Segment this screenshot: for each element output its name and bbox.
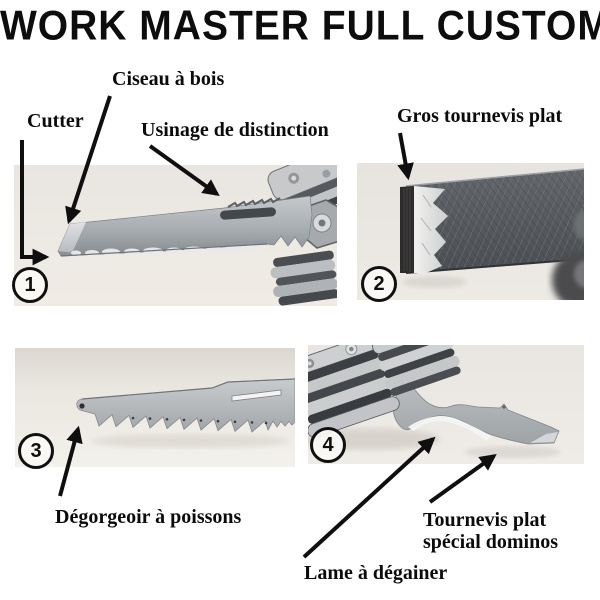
page-title: WORK MASTER FULL CUSTOM [0,3,600,50]
saw-blade [76,378,295,433]
panel-number-badge-3: 3 [18,433,54,469]
multitool-body-lower-layers [270,250,337,306]
label-tournevis-dominos-line2: spécial dominos [423,531,559,553]
label-ciseau-a-bois: Ciseau à bois [112,68,225,90]
serrated-cutter-blade [57,195,313,257]
saw-blade-illustration [15,348,295,467]
blade-slot [231,389,282,402]
blurred-object [552,252,584,300]
tooth-root-dots [131,416,268,425]
folded-multitool-illustration [308,345,584,464]
photo-panel-4-folded-multitool [308,345,584,464]
badge-3-number: 3 [30,439,42,462]
folded-handle-stack-right [372,345,461,396]
panel-number-badge-4: 4 [310,427,346,463]
photo-panel-3-saw-blade [15,348,295,467]
serration-glints [71,245,259,256]
badge-1-number: 1 [24,273,36,296]
label-tournevis-dominos-line1: Tournevis plat [423,509,547,531]
serrated-blade-illustration [14,165,337,306]
panel-number-badge-2: 2 [361,266,397,302]
panel-number-badge-1: 1 [12,267,48,303]
photo-panel-2-flat-screwdriver [357,163,584,300]
label-degorgeoir-a-poissons: Dégorgeoir à poissons [55,506,242,528]
ground-tip-highlight [414,186,448,273]
label-gros-tournevis-plat: Gros tournevis plat [397,105,563,127]
degorger-hook-notch [79,403,85,409]
domino-screwdriver-arm [393,374,560,445]
blurred-detail [574,211,584,239]
badge-4-number: 4 [322,433,334,456]
photo-panel-1-serrated-blade [14,165,337,306]
file-textured-flat-bar [400,168,584,274]
flat-screwdriver-illustration [357,163,584,300]
label-lame-a-degainer: Lame à dégainer [304,562,448,584]
label-usinage-de-distinction: Usinage de distinction [141,119,329,141]
badge-2-number: 2 [373,272,385,295]
label-cutter: Cutter [27,110,84,132]
label-tournevis-dominos: Tournevis plat spécial dominos [423,509,558,553]
draw-blade-notch-highlight [408,416,491,441]
